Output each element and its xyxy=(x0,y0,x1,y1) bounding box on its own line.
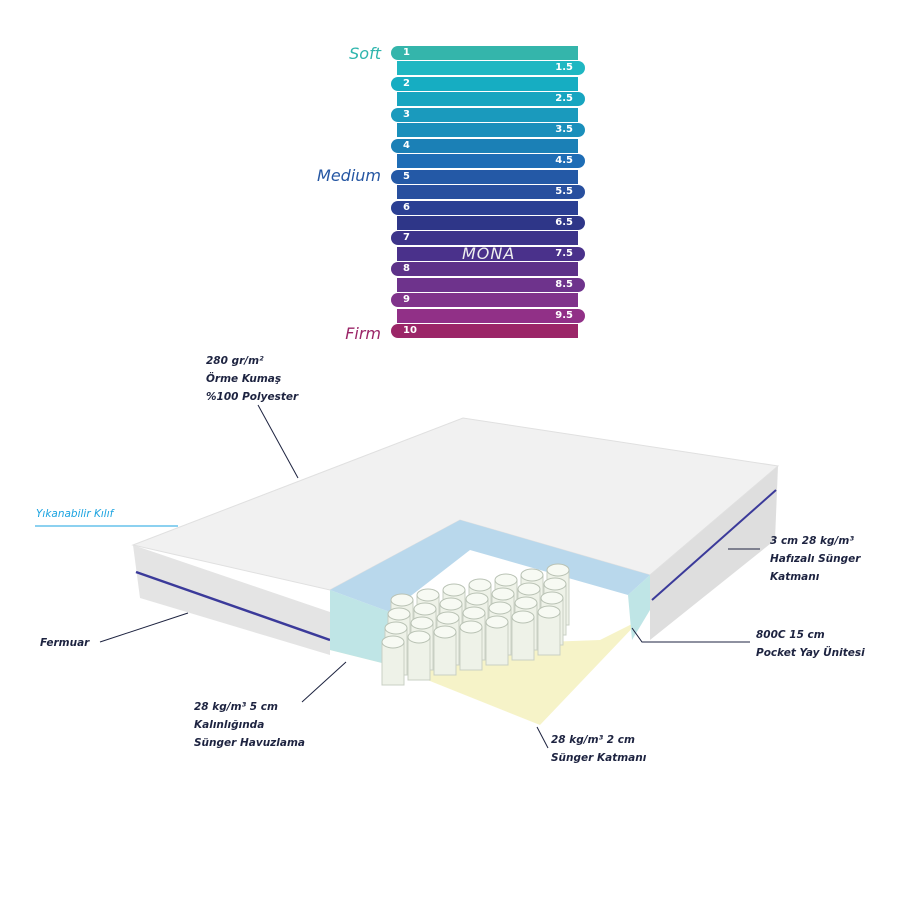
spring-top xyxy=(384,621,408,635)
zipper-note: Fermuar xyxy=(40,637,90,649)
spring-top xyxy=(514,596,538,610)
spring-top xyxy=(488,601,512,615)
base-foam-line: Sünger Katmanı xyxy=(551,752,647,764)
mattress-side-right xyxy=(650,466,778,640)
spring-top xyxy=(381,635,405,649)
firmness-level-4.5: 4.5 xyxy=(397,154,585,169)
spring-top xyxy=(459,620,483,634)
memory-foam-line: Hafızalı Sünger xyxy=(770,553,861,565)
firmness-level-9: 9 xyxy=(391,293,578,308)
spring-top xyxy=(442,583,466,597)
springs-note: 800C 15 cm Pocket Yay Ünitesi xyxy=(756,626,865,662)
springs-line: Pocket Yay Ünitesi xyxy=(756,647,865,659)
firmness-level-1.5: 1.5 xyxy=(397,61,585,76)
base-foam-pointer xyxy=(536,726,549,749)
spring-top xyxy=(410,616,434,630)
medium-label: Medium xyxy=(317,166,381,185)
zipper-pointer xyxy=(99,612,189,643)
spring-top xyxy=(546,563,570,577)
memory-foam-note: 3 cm 28 kg/m³ Hafızalı Sünger Katmanı xyxy=(770,532,860,586)
zipper-line xyxy=(135,570,331,642)
spring-top xyxy=(520,568,544,582)
fabric-note: 280 gr/m² Örme Kumaş %100 Polyester xyxy=(206,352,298,406)
spring-top xyxy=(433,625,457,639)
firmness-level-2.5: 2.5 xyxy=(397,92,585,107)
firmness-level-5.5: 5.5 xyxy=(397,185,585,200)
brand-name: MONA xyxy=(462,244,516,263)
spring-top xyxy=(511,610,535,624)
spring-top xyxy=(465,592,489,606)
foam-frame-right xyxy=(628,575,650,640)
spring-top xyxy=(468,578,492,592)
foam-frame-line: Kalınlığında xyxy=(194,719,265,731)
base-foam-line: 28 kg/m³ 2 cm xyxy=(551,734,635,746)
firmness-level-9.5: 9.5 xyxy=(397,308,585,323)
firmness-level-8: 8 xyxy=(391,262,578,277)
spring-top xyxy=(436,611,460,625)
firmness-level-10: 10 xyxy=(391,324,578,339)
mattress-side-left xyxy=(133,545,330,655)
cover-note: Yıkanabilir Kılıf xyxy=(36,508,114,520)
base-foam-note: 28 kg/m³ 2 cm Sünger Katmanı xyxy=(551,731,646,767)
base-foam-layer xyxy=(330,620,640,725)
firmness-level-2: 2 xyxy=(391,76,578,91)
spring-top xyxy=(390,593,414,607)
pocket-springs xyxy=(381,563,570,686)
foam-frame-note: 28 kg/m³ 5 cm Kalınlığında Sünger Havuzl… xyxy=(194,698,305,752)
firmness-level-3.5: 3.5 xyxy=(397,123,585,138)
foam-frame-line: Sünger Havuzlama xyxy=(194,737,305,749)
spring-top xyxy=(537,605,561,619)
spring-top xyxy=(494,573,518,587)
memory-foam-line: Katmanı xyxy=(770,571,820,583)
firmness-level-6: 6 xyxy=(391,200,578,215)
fabric-material: %100 Polyester xyxy=(206,391,299,403)
firm-label: Firm xyxy=(345,324,381,343)
spring-top xyxy=(485,615,509,629)
firmness-level-7.5: 7.5 xyxy=(397,246,585,261)
spring-top xyxy=(416,588,440,602)
spring-top xyxy=(543,577,567,591)
spring-top xyxy=(413,602,437,616)
foam-frame-left xyxy=(330,590,390,665)
spring-top xyxy=(407,630,431,644)
foam-frame-line: 28 kg/m³ 5 cm xyxy=(194,701,278,713)
memory-foam-line: 3 cm 28 kg/m³ xyxy=(770,535,854,547)
spring-top xyxy=(387,607,411,621)
fabric-type: Örme Kumaş xyxy=(206,373,282,385)
spring-top xyxy=(439,597,463,611)
springs-line: 800C 15 cm xyxy=(756,629,825,641)
firmness-level-6.5: 6.5 xyxy=(397,215,585,230)
soft-label: Soft xyxy=(349,44,381,63)
firmness-level-4: 4 xyxy=(391,138,578,153)
memory-foam-layer xyxy=(330,520,650,612)
fabric-pointer xyxy=(257,404,299,479)
spring-top xyxy=(540,591,564,605)
spring-top xyxy=(517,582,541,596)
fabric-weight: 280 gr/m² xyxy=(206,355,264,367)
zipper-line-right xyxy=(651,489,777,601)
firmness-level-7: 7 xyxy=(391,231,578,246)
firmness-level-3: 3 xyxy=(391,107,578,122)
foam-frame-pointer xyxy=(301,661,347,703)
firmness-level-5: 5 xyxy=(391,169,578,184)
firmness-level-8.5: 8.5 xyxy=(397,277,585,292)
spring-top xyxy=(462,606,486,620)
firmness-level-1: 1 xyxy=(391,46,578,60)
spring-top xyxy=(491,587,515,601)
springs-pointer xyxy=(631,627,750,643)
